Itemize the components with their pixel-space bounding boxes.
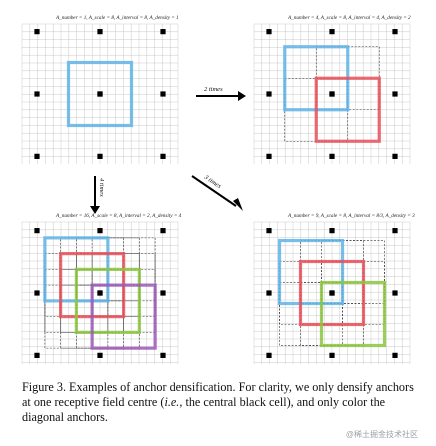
receptive-field-centre	[97, 29, 103, 35]
panel-title: A_number = 4, A_scale = 8, A_interval = …	[287, 14, 411, 21]
arrow-3-times: 3 times	[191, 173, 243, 211]
arrow-label-4-times: 4 times	[98, 178, 105, 197]
receptive-field-centre	[392, 91, 398, 97]
panel-title: A_number = 16, A_scale = 8, A_interval =…	[55, 212, 182, 219]
receptive-field-centre	[266, 352, 272, 358]
caption-suffix: , the central black cell), and only colo…	[22, 395, 386, 424]
central-black-cell	[329, 290, 335, 296]
receptive-field-centre	[160, 290, 166, 296]
receptive-field-centre	[266, 91, 272, 97]
arrow-2-times: 2 times	[196, 86, 246, 101]
panel-density-2: A_number = 4, A_scale = 8, A_interval = …	[253, 14, 411, 164]
caption-prefix: Figure 3. Examples of anchor densificati…	[22, 380, 414, 409]
receptive-field-centre	[160, 228, 166, 234]
receptive-field-centre	[392, 352, 398, 358]
receptive-field-centre	[97, 352, 103, 358]
grid-lines	[253, 23, 411, 164]
panel-title: A_number = 9, A_scale = 8, A_interval = …	[287, 213, 415, 219]
arrow-label-3-times: 3 times	[202, 173, 223, 190]
receptive-field-centre	[329, 153, 335, 159]
figure-caption: Figure 3. Examples of anchor densificati…	[22, 380, 422, 425]
watermark: @稀土掘金技术社区	[345, 430, 418, 439]
receptive-field-centre	[34, 228, 40, 234]
receptive-field-centre	[97, 228, 103, 234]
receptive-field-centre	[329, 29, 335, 35]
central-black-cell	[329, 91, 335, 97]
anchor-box	[66, 60, 134, 128]
anchor-box	[314, 76, 381, 143]
receptive-field-centre	[34, 290, 40, 296]
anchor-box	[90, 283, 157, 350]
receptive-field-centre	[392, 29, 398, 35]
anchor-box	[74, 267, 141, 334]
receptive-field-centre	[266, 228, 272, 234]
receptive-field-centre	[34, 29, 40, 35]
receptive-field-centre	[266, 29, 272, 35]
anchor-box	[319, 280, 387, 348]
receptive-field-centre	[34, 91, 40, 97]
panel-title: A_number = 1, A_scale = 8, A_interval = …	[55, 15, 179, 21]
caption-ie: i.e.	[164, 395, 180, 409]
grid-lines	[21, 221, 179, 364]
anchor-box	[298, 259, 366, 327]
receptive-field-centre	[160, 91, 166, 97]
arrow-4-times: 4 times	[90, 176, 105, 214]
panel-density-3: A_number = 9, A_scale = 8, A_interval = …	[253, 213, 415, 364]
receptive-field-centre	[97, 153, 103, 159]
receptive-field-centre	[160, 29, 166, 35]
anchor-box	[277, 238, 345, 306]
receptive-field-centre	[34, 352, 40, 358]
central-black-cell	[97, 290, 103, 296]
receptive-field-centre	[392, 290, 398, 296]
receptive-field-centre	[266, 153, 272, 159]
receptive-field-centre	[266, 290, 272, 296]
arrow-label-2-times: 2 times	[204, 86, 223, 93]
anchor-densification-figure: A_number = 1, A_scale = 8, A_interval = …	[21, 14, 415, 364]
receptive-field-centre	[329, 228, 335, 234]
central-black-cell	[97, 91, 103, 97]
panel-density-1: A_number = 1, A_scale = 8, A_interval = …	[21, 15, 179, 164]
receptive-field-centre	[329, 352, 335, 358]
panel-density-4: A_number = 16, A_scale = 8, A_interval =…	[21, 212, 182, 364]
receptive-field-centre	[34, 153, 40, 159]
receptive-field-centre	[160, 352, 166, 358]
receptive-field-centre	[392, 228, 398, 234]
receptive-field-centre	[392, 153, 398, 159]
receptive-field-centre	[160, 153, 166, 159]
